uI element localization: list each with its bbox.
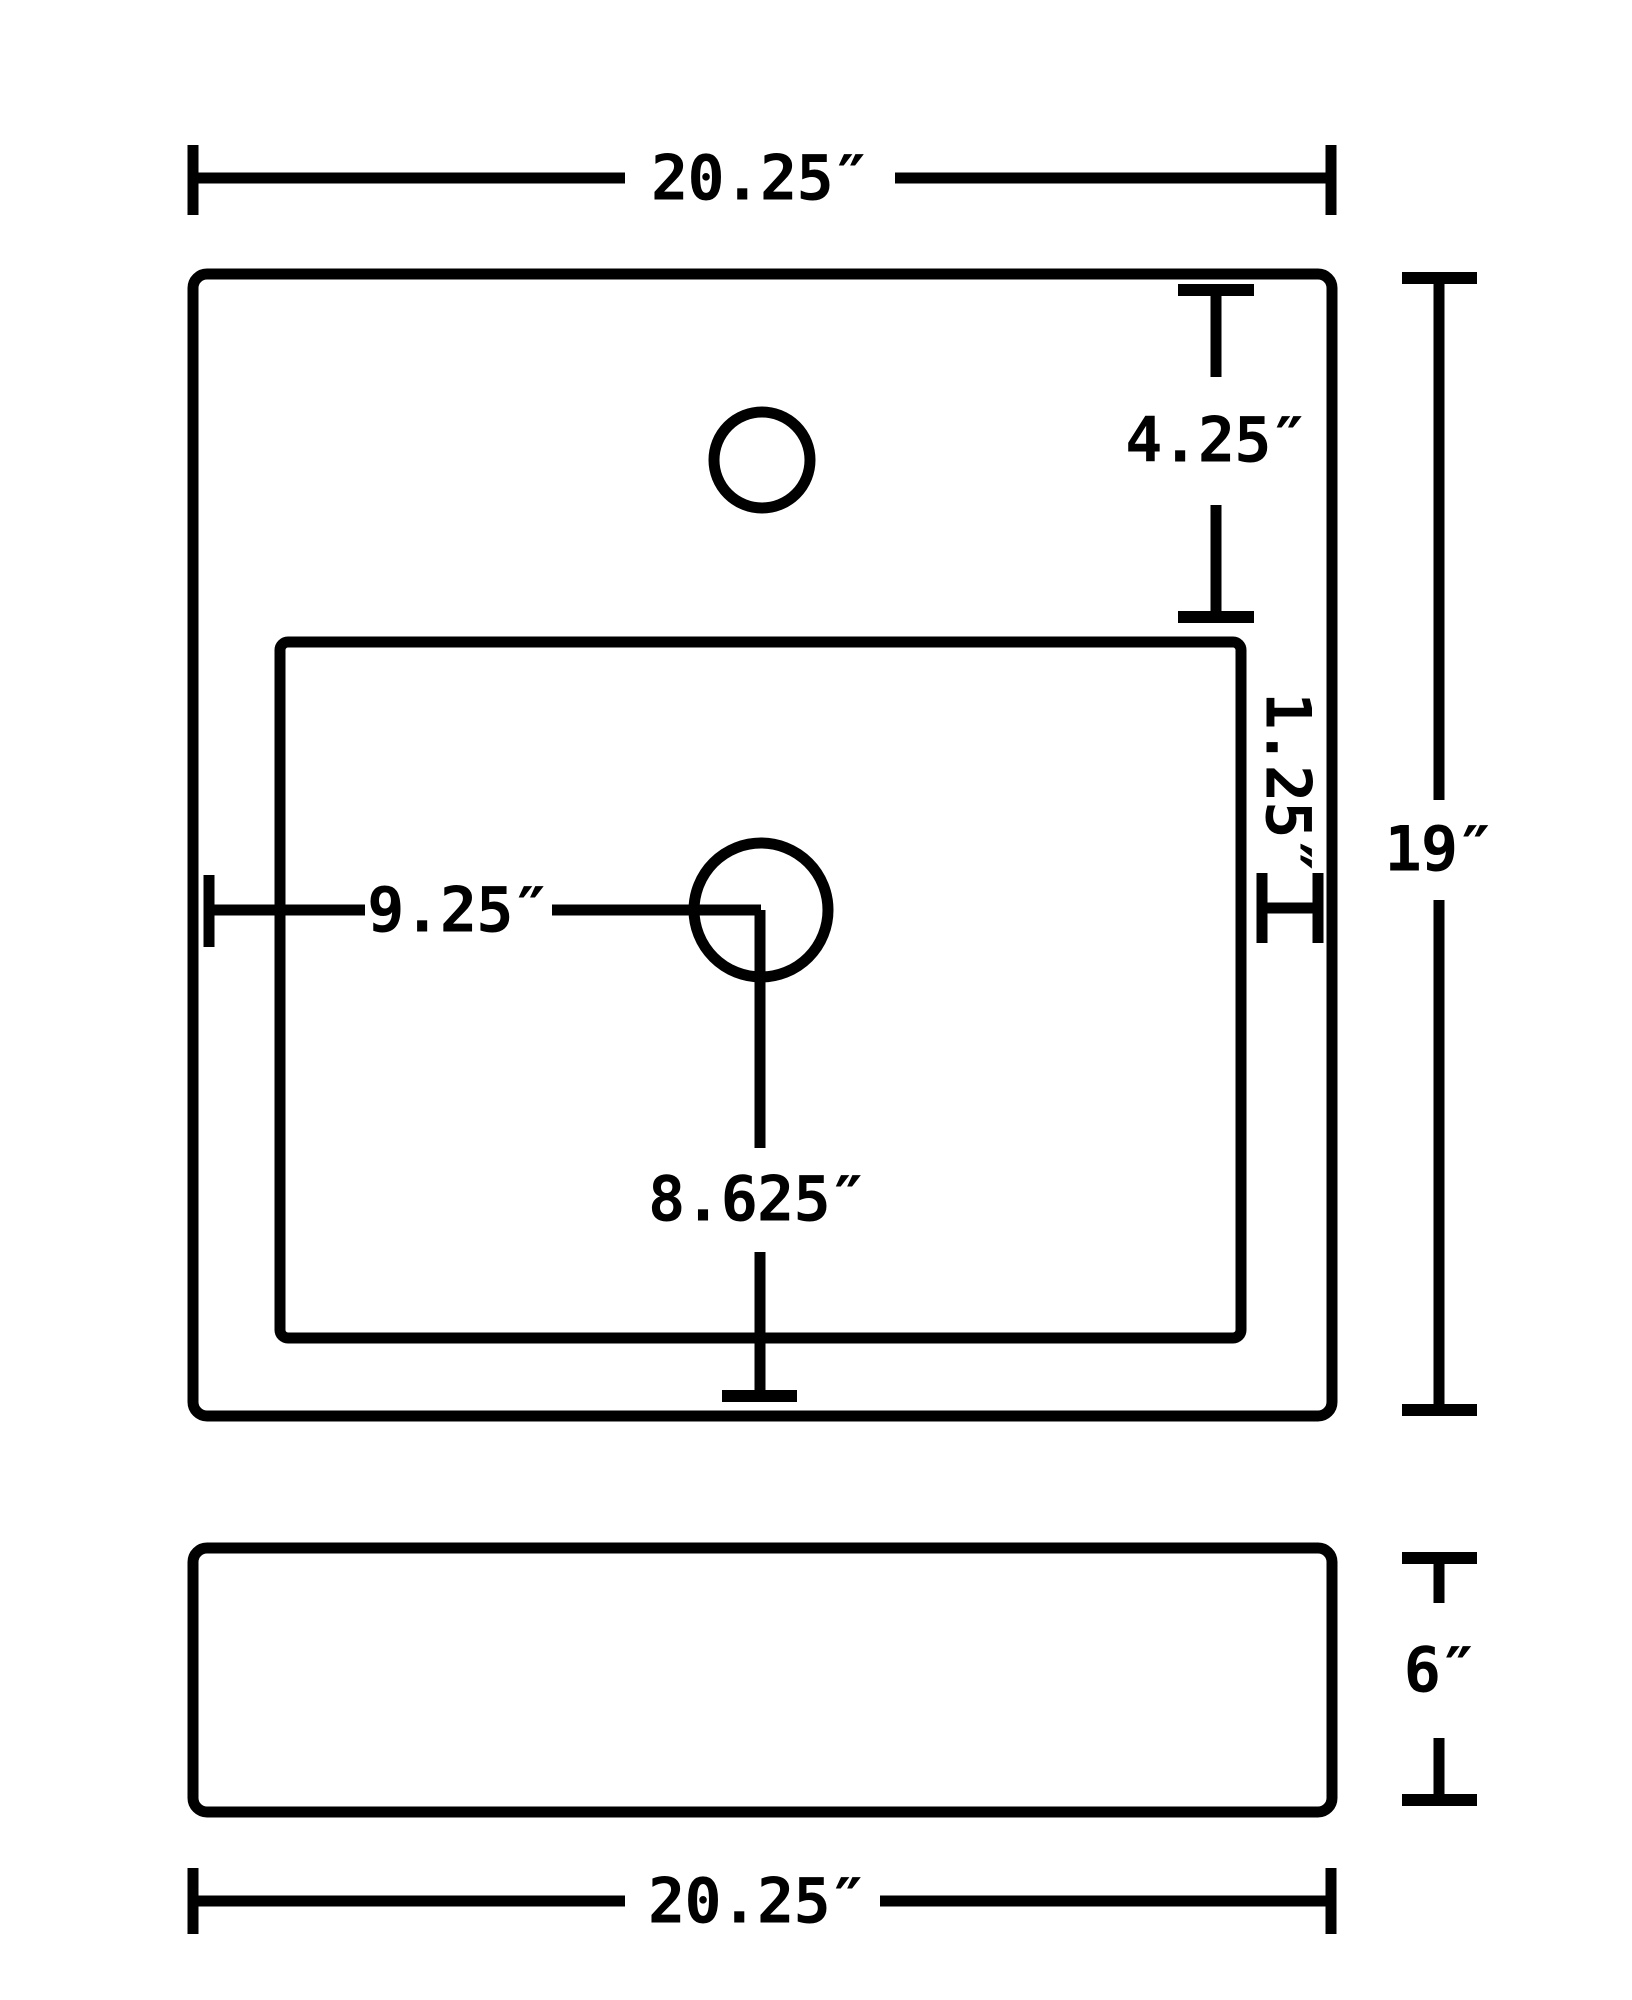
dim-side-height: 6″ [1402,1552,1477,1806]
dim-drain-left: 9.25″ [203,874,761,947]
dim-top-width: 20.25″ [187,142,1337,215]
dim-drain-left-label: 9.25″ [367,874,549,947]
dim-bottom-width: 20.25″ [187,1865,1337,1938]
top-view: 20.25″ 4.25″ 1.25″ [187,142,1494,1422]
dim-drain-front: 8.625″ [648,910,867,1402]
dim-rim-gap-label: 1.25″ [1252,692,1325,874]
dim-drain-front-label: 8.625″ [648,1163,866,1236]
faucet-hole [708,406,816,514]
dim-faucet-offset-label: 4.25″ [1125,404,1307,477]
side-profile-outline [187,1542,1338,1818]
dim-overall-depth: 19″ [1385,272,1494,1416]
dim-side-height-label: 6″ [1404,1634,1477,1707]
dim-rim-gap: 1.25″ [1252,692,1325,943]
dim-overall-depth-label: 19″ [1385,813,1494,886]
side-view: 6″ 20.25″ [187,1542,1477,1938]
dim-faucet-offset: 4.25″ [1125,284,1308,623]
basin-outer-outline [187,268,1338,1422]
dim-top-width-label: 20.25″ [651,142,869,215]
dim-bottom-width-label: 20.25″ [648,1865,866,1938]
